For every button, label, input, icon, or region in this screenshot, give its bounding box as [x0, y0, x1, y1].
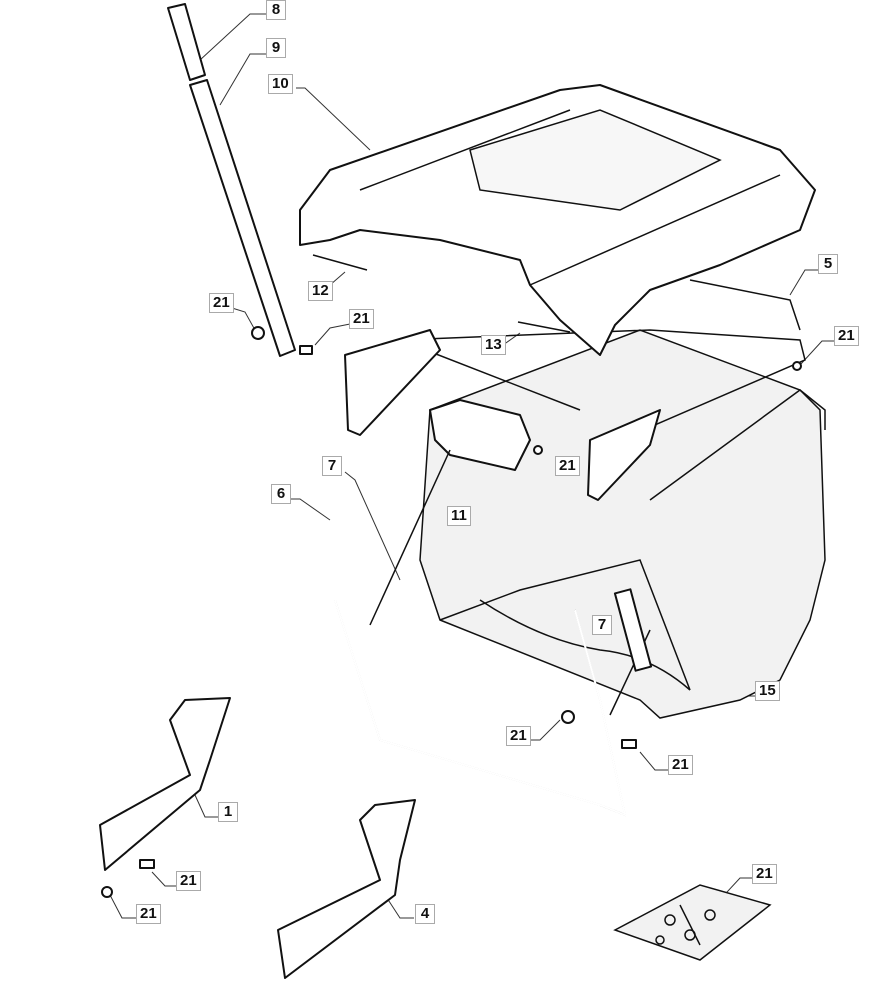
bracket-1 — [99, 697, 231, 871]
callout-8: 8 — [266, 0, 286, 20]
grass-bag — [419, 329, 826, 719]
callout-21: 21 — [209, 293, 234, 313]
callout-4: 4 — [415, 904, 435, 924]
handle-tube — [167, 3, 296, 357]
callout-21: 21 — [752, 864, 777, 884]
callout-10: 10 — [268, 74, 293, 94]
callout-21: 21 — [506, 726, 531, 746]
callout-12: 12 — [308, 281, 333, 301]
callout-11: 11 — [447, 506, 471, 526]
callout-21: 21 — [668, 755, 693, 775]
callout-21: 21 — [349, 309, 374, 329]
callout-9: 9 — [266, 38, 286, 58]
callout-6: 6 — [271, 484, 291, 504]
callout-5: 5 — [818, 254, 838, 274]
bag-lid — [299, 84, 816, 356]
callout-15: 15 — [755, 681, 780, 701]
bag-handle-11 — [429, 399, 531, 471]
callout-13: 13 — [481, 335, 506, 355]
hardware — [101, 326, 802, 961]
callout-21: 21 — [176, 871, 201, 891]
rod-12 — [312, 254, 368, 271]
callout-7: 7 — [592, 615, 612, 635]
callout-21: 21 — [136, 904, 161, 924]
strut-7a — [369, 449, 451, 626]
bag-frame — [344, 279, 826, 501]
bracket-4 — [277, 799, 416, 979]
rod-13 — [517, 321, 571, 333]
strut-7b-cylinder — [613, 588, 653, 672]
callout-21: 21 — [555, 456, 580, 476]
callout-1: 1 — [218, 802, 238, 822]
callout-21: 21 — [834, 326, 859, 346]
callout-7: 7 — [322, 456, 342, 476]
